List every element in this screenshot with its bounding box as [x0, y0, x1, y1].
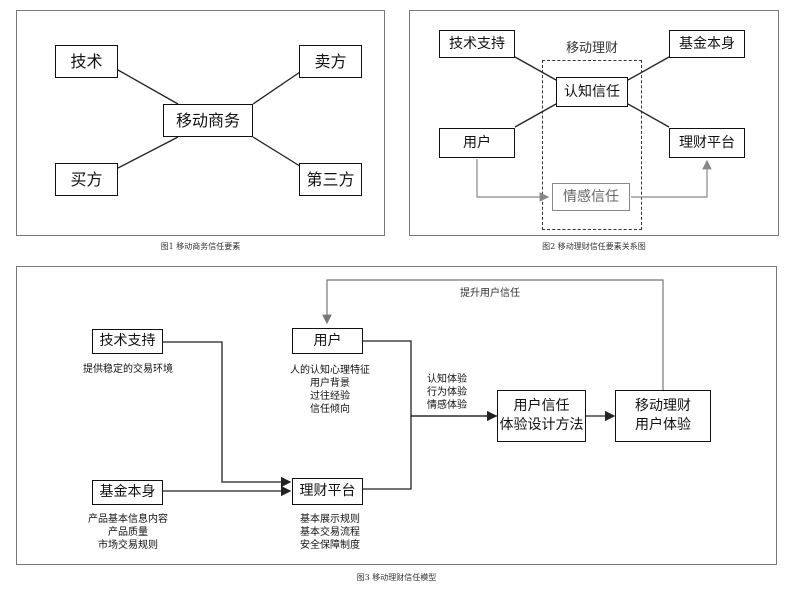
fig3-tech-note: 提供稳定的交易环境 [83, 364, 173, 375]
fig3-platform-note-1: 基本展示规则 [300, 514, 360, 525]
fig3-result-line-2: 用户体验 [635, 417, 691, 433]
fig3-result-line-1: 移动理财 [635, 398, 691, 415]
fig2-finance-platform: 理财平台 [669, 128, 745, 158]
fig3-user-note-1: 人的认知心理特征 [290, 365, 370, 376]
fig3-user-note-4: 信任倾向 [310, 404, 350, 415]
fig3-experience-note-3: 情感体验 [427, 400, 467, 411]
fig2-mobile-finance-group [542, 60, 642, 230]
fig1-third-party: 第三方 [299, 163, 362, 196]
fig1-buyer: 买方 [55, 163, 118, 196]
fig3-user: 用户 [292, 328, 363, 354]
fig3-feedback-label: 提升用户信任 [460, 288, 520, 299]
fig2-user: 用户 [439, 128, 515, 158]
fig3-fund-itself: 基金本身 [92, 480, 163, 505]
fig3-experience-note-1: 认知体验 [427, 374, 467, 385]
fig2-caption: 图2 移动理财信任要素关系图 [542, 242, 646, 251]
fig3-method-line-2: 体验设计方法 [499, 417, 584, 433]
fig2-emotional-trust: 情感信任 [552, 183, 630, 211]
fig3-method-line-1: 用户信任 [513, 398, 570, 415]
fig3-platform-note-3: 安全保障制度 [300, 540, 360, 551]
fig3-fund-note-1: 产品基本信息内容 [88, 514, 168, 525]
fig3-experience-note-2: 行为体验 [427, 387, 467, 398]
fig3-finance-platform: 理财平台 [292, 478, 363, 505]
fig3-tech-support: 技术支持 [92, 329, 163, 354]
fig3-trust-design-method: 用户信任 体验设计方法 [497, 390, 586, 442]
fig3-caption: 图3 移动理财信任模型 [356, 573, 437, 582]
fig1-center-mobile-commerce: 移动商务 [163, 104, 253, 137]
fig3-fund-note-2: 产品质量 [108, 527, 148, 538]
fig2-tech-support: 技术支持 [439, 30, 515, 58]
fig1-technology: 技术 [55, 45, 118, 78]
fig2-group-label: 移动理财 [565, 41, 618, 56]
fig3-mobile-finance-ux: 移动理财 用户体验 [615, 390, 711, 442]
fig1-seller: 卖方 [299, 45, 362, 78]
fig2-fund-itself: 基金本身 [669, 30, 745, 58]
fig3-user-note-3: 过往经验 [310, 391, 350, 402]
fig3-user-note-2: 用户背景 [310, 378, 350, 389]
fig3-fund-note-3: 市场交易规则 [98, 540, 158, 551]
fig1-caption: 图1 移动商务信任要素 [160, 242, 241, 251]
fig3-platform-note-2: 基本交易流程 [300, 527, 360, 538]
fig2-cognitive-trust: 认知信任 [556, 77, 628, 107]
